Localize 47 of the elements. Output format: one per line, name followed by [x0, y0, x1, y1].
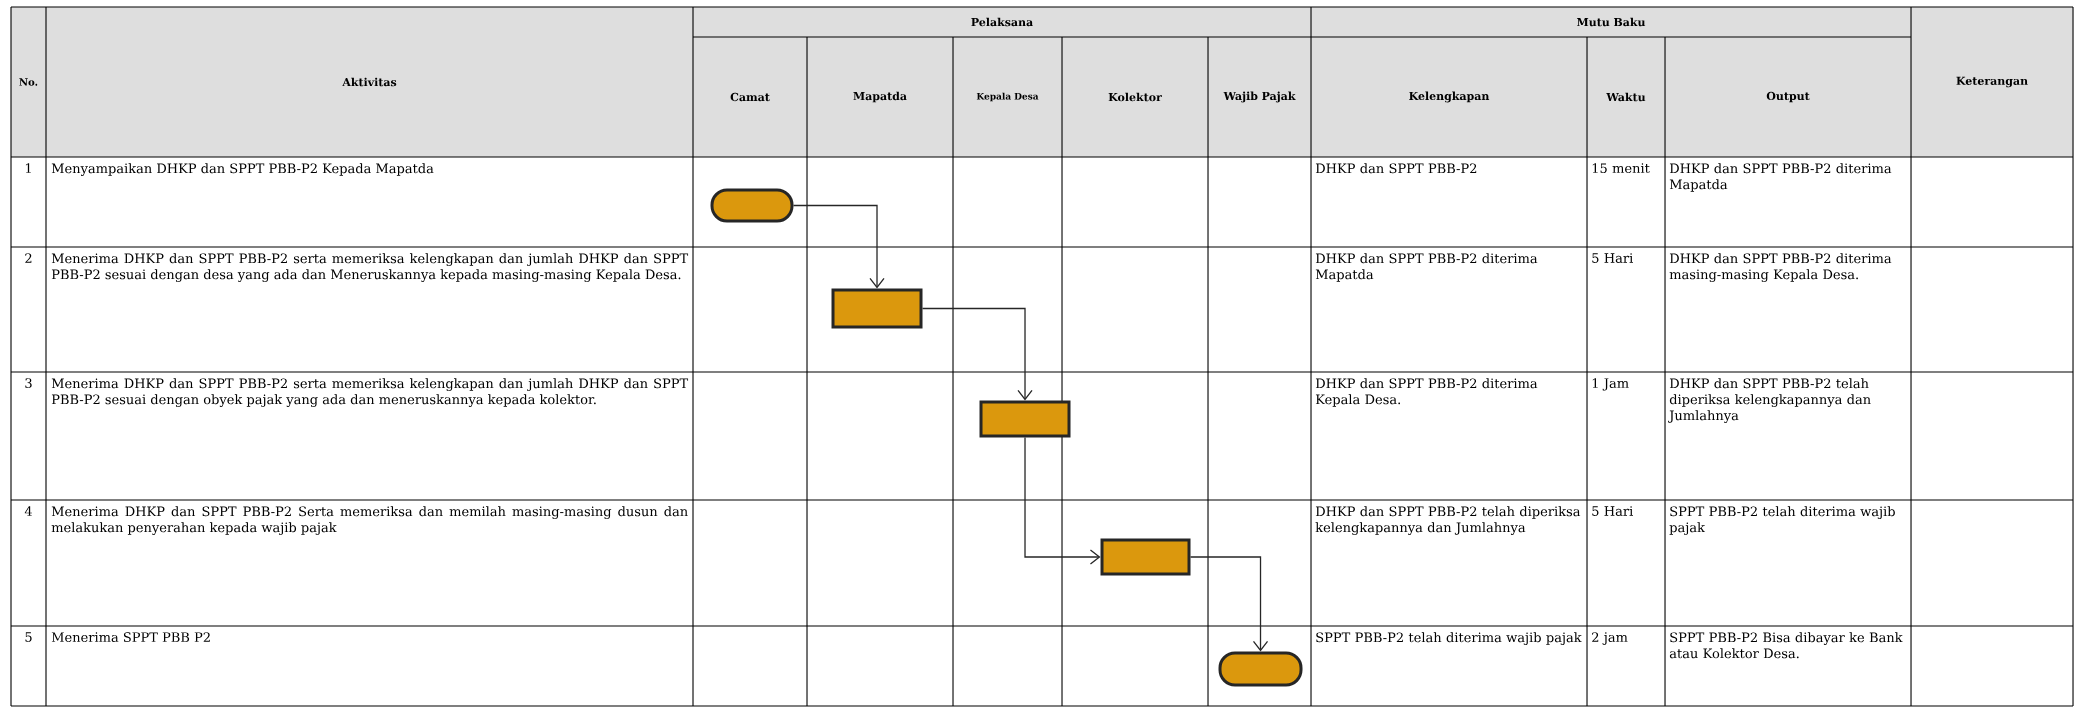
output-text: SPPT PBB-P2 Bisa dibayar ke Bank atau Kolektor Desa.	[1669, 632, 1903, 659]
column-header: Output	[1766, 91, 1810, 103]
process-box	[1100, 538, 1191, 576]
activity-text: Menyampaikan DHKP dan SPPT PBB-P2 Kepada Mapatda	[51, 163, 434, 176]
column-header: Mutu Baku	[1577, 17, 1646, 27]
column-header: Pelaksana	[971, 17, 1033, 27]
column-header: Kepala Desa	[976, 92, 1039, 102]
requirement-text: DHKP dan SPPT PBB-P2	[1315, 163, 1477, 174]
column-header: No.	[19, 78, 38, 86]
requirement-text: DHKP dan SPPT PBB-P2 diterima Mapatda	[1315, 253, 1538, 282]
column-header: Waktu	[1606, 92, 1646, 102]
activity-text: Menerima DHKP dan SPPT PBB-P2 serta memeriksa kelengkapan dan jumlah DHKP dan SPPT PBB-P2 sesuai dengan obyek pajak yang ada dan meneruskannya kepada kolektor.	[51, 378, 689, 407]
time-text: 15 menit	[1592, 163, 1650, 174]
arrow	[1024, 436, 1101, 565]
arrow	[792, 204, 885, 289]
requirement-text: DHKP dan SPPT PBB-P2 diterima Kepala Desa.	[1315, 378, 1538, 407]
column-header: Camat	[730, 92, 770, 102]
time-text: 2 jam	[1592, 632, 1628, 645]
output-text: DHKP dan SPPT PBB-P2 diterima Mapatda	[1669, 163, 1892, 192]
process-box	[831, 288, 923, 329]
time-text: 5 Hari	[1592, 506, 1633, 516]
arrow	[1189, 556, 1269, 652]
column-header: Keterangan	[1956, 76, 2028, 88]
activity-text: Menerima SPPT PBB P2	[51, 632, 210, 643]
time-text: 1 Jam	[1592, 378, 1629, 391]
column-header: Mapatda	[853, 91, 907, 103]
output-text: DHKP dan SPPT PBB-P2 telah diperiksa kelengkapannya dan Jumlahnya	[1668, 378, 1871, 423]
output-text: DHKP dan SPPT PBB-P2 diterima masing-masing Kepala Desa.	[1669, 253, 1892, 282]
arrow	[921, 307, 1033, 401]
process-box	[979, 400, 1071, 438]
requirement-text: SPPT PBB-P2 telah diterima wajib pajak	[1316, 632, 1582, 645]
row-number: 2	[25, 253, 32, 263]
row-number: 4	[24, 506, 32, 516]
activity-text: Menerima DHKP dan SPPT PBB-P2 serta memeriksa kelengkapan dan jumlah DHKP dan SPPT PBB-P2 sesuai dengan desa yang ada dan Meneruskannya kepada masing-masing Kepala Desa.	[51, 253, 689, 282]
terminator-shape	[710, 188, 794, 223]
row-number: 3	[25, 378, 32, 389]
activity-text: Menerima DHKP dan SPPT PBB-P2 Serta memeriksa dan memilah masing-masing dusun dan melakukan penyerahan kepada wajib pajak	[51, 506, 688, 535]
row-number: 5	[25, 632, 32, 642]
column-header: Kolektor	[1108, 92, 1162, 102]
row-number: 1	[25, 163, 31, 173]
terminator-shape	[1218, 651, 1303, 687]
output-text: SPPT PBB-P2 telah diterima wajib pajak	[1669, 506, 1895, 535]
column-header: Aktivitas	[342, 77, 397, 87]
requirement-text: DHKP dan SPPT PBB-P2 telah diperiksa kelengkapannya dan Jumlahnya	[1315, 506, 1581, 535]
time-text: 5 Hari	[1592, 253, 1633, 263]
column-header: Wajib Pajak	[1223, 91, 1296, 103]
column-header: Kelengkapan	[1409, 91, 1490, 103]
